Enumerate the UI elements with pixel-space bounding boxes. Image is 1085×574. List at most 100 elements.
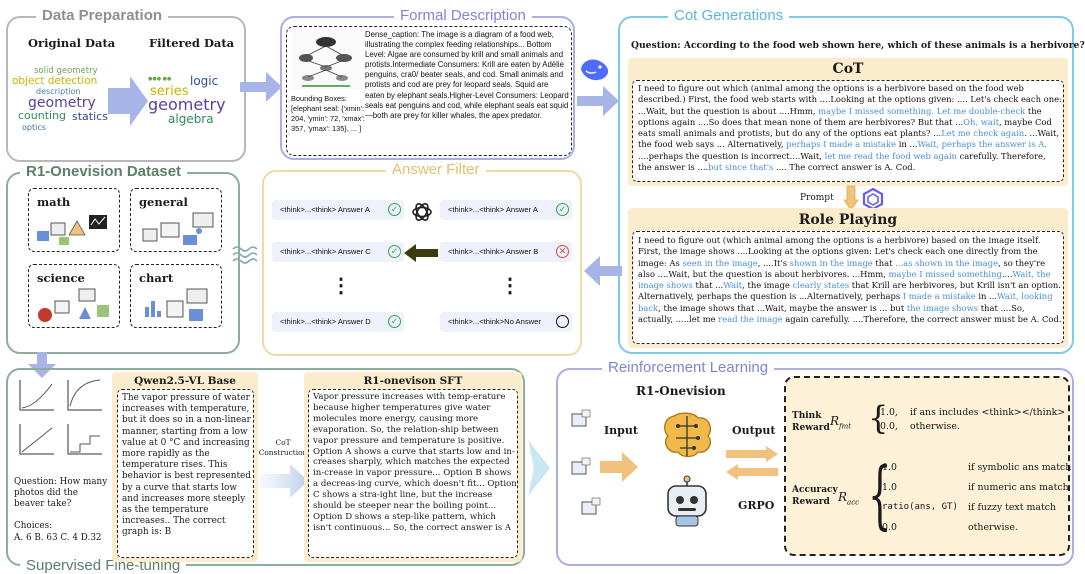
right-chip-answer-a: <think>...<think> Answer A✓ xyxy=(440,200,572,220)
bounding-boxes-text: Bounding Boxes: [elephant seal: {'xmin':… xyxy=(291,94,365,133)
select-arrow-icon xyxy=(404,244,438,262)
input-images-icon xyxy=(571,409,601,515)
check-icon: ✓ xyxy=(556,203,569,216)
cot-text-box xyxy=(632,80,1064,182)
reasoning-phrase: . ...Wait, the food web says ... Alterna… xyxy=(638,128,1060,150)
cot-generations-title: Cot Generations xyxy=(668,8,790,24)
filtered-data-label: Filtered Data xyxy=(149,36,235,50)
word-solid-geometry: solid geometry xyxy=(34,66,98,76)
cot-to-filter-arrow xyxy=(584,256,622,286)
highlighted-phrase: ...as shown in the image xyxy=(895,257,999,268)
dataset-to-sft-arrow xyxy=(28,352,56,378)
highlighted-phrase: shown in the image xyxy=(789,257,873,268)
data-preparation-title: Data Preparation xyxy=(36,8,169,24)
highlighted-phrase: Let me check again xyxy=(941,128,1025,139)
model-logo-icon xyxy=(581,59,609,81)
cot-heading: CoT xyxy=(832,61,864,77)
chart-icon xyxy=(145,288,208,321)
right-dots: ⋮ xyxy=(500,275,520,297)
word-optics: optics xyxy=(22,123,46,132)
reasoning-phrase: , ....It's xyxy=(757,257,790,268)
cot-generations-panel xyxy=(618,16,1074,354)
reasoning-phrase: I need to figure out (which animal among… xyxy=(638,235,1041,268)
accuracy-reward-symbol: Racc xyxy=(838,490,859,506)
reasoning-phrase: , so they're also ....Wait, but the ques… xyxy=(638,257,1046,279)
think-case-val-0: 1.0, xyxy=(880,407,898,418)
think-reward-sub: fmt xyxy=(839,422,852,431)
r1-sft-box xyxy=(308,389,518,558)
acc-reward-sym: R xyxy=(838,490,848,504)
word-series: series xyxy=(150,84,189,99)
acc-case-cond-1: if numeric ans match xyxy=(968,482,1069,493)
reasoning-phrase: .... xyxy=(1001,268,1013,279)
left-chip-answer-a: <think>...<think> Answer A✓ xyxy=(272,200,404,220)
brain-icon xyxy=(663,412,712,458)
original-data-label: Original Data xyxy=(28,36,116,50)
category-science: science xyxy=(28,264,120,328)
qwen-base-title: Qwen2.5-VL Base xyxy=(134,375,236,387)
cross-icon: ✕ xyxy=(556,245,569,258)
answer-filter-title: Answer Filter xyxy=(386,162,486,178)
output-arrow xyxy=(726,446,778,480)
grpo-label: GRPO xyxy=(738,499,775,512)
highlighted-phrase: read the image xyxy=(718,314,783,325)
question-graph-options xyxy=(19,379,102,455)
acc-reward-sub: acc xyxy=(847,498,860,507)
word-counting: counting xyxy=(18,109,67,122)
highlighted-phrase: clearly states xyxy=(792,280,850,291)
highlighted-phrase: maybe I missed something. Let me double-… xyxy=(818,105,1026,116)
input-label: Input xyxy=(604,424,638,437)
reasoning-phrase: the options again ....So does that mean … xyxy=(638,105,1042,127)
wave-icon xyxy=(232,246,258,264)
cot-question: Question: According to the food web show… xyxy=(631,40,1085,51)
formal-description-title: Formal Description xyxy=(394,8,532,24)
category-math-label: math xyxy=(37,195,71,209)
highlighted-phrase: Wait, looking back xyxy=(638,291,1053,313)
highlighted-phrase: maybe I missed something xyxy=(888,268,1002,279)
check-icon: ✓ xyxy=(388,315,401,328)
qwen-base-box xyxy=(117,389,254,558)
math-icon xyxy=(37,215,107,245)
reasoning-phrase: in ... xyxy=(975,291,998,302)
highlighted-phrase: Oh, wait xyxy=(963,116,999,127)
cot-construction-label: CoT Construction xyxy=(258,438,308,457)
filtered-word-cloud: ●●● ●● logic series geometry algebra xyxy=(146,62,242,134)
reasoning-phrase: , the image shows that ...Wait, maybe th… xyxy=(658,302,907,313)
word-algebra: algebra xyxy=(168,112,214,126)
r1-sft-title: R1-onevison SFT xyxy=(363,375,463,387)
highlighted-phrase: Wait xyxy=(723,280,743,291)
sft-panel xyxy=(6,368,525,566)
rl-title: Reinforcement Learning xyxy=(602,360,775,376)
r1-sft-text: Vapor pressure increases with temp-eratu… xyxy=(313,392,517,533)
left-chip-d-label: <think>...<think> Answer D xyxy=(280,317,371,326)
word-geometry-filtered: geometry xyxy=(148,95,226,114)
word-object-detection: object detection xyxy=(12,75,98,87)
word-small-1: ●●● ●● xyxy=(148,76,172,82)
reasoning-phrase: , maybe Cod eats small animals and proti… xyxy=(638,116,1052,139)
highlighted-phrase: let me read the food web again xyxy=(824,150,957,161)
right-chip-none-label: <think>...<think>No Answer xyxy=(448,317,541,326)
word-geometry: geometry xyxy=(28,95,96,111)
qwen-base-text: The vapor pressure of water increases wi… xyxy=(122,393,251,538)
word-statics: statics xyxy=(72,110,108,123)
acc-case-val-2: ratio(ans, GT) xyxy=(882,502,958,512)
accuracy-reward-label: Accuracy Reward xyxy=(792,485,838,507)
rl-panel xyxy=(556,368,1074,566)
acc-case-cond-0: if symbolic ans match xyxy=(968,462,1072,473)
category-chart-label: chart xyxy=(139,271,174,285)
cot-reasoning-text: I need to figure out which (animal among… xyxy=(638,83,1062,173)
dataset-title: R1-Onevision Dataset xyxy=(20,164,188,180)
formal-description-box xyxy=(286,26,572,156)
choices-label: Choices: xyxy=(14,521,53,531)
formal-to-cot-arrow xyxy=(577,86,619,116)
original-word-cloud: solid geometry object detection descript… xyxy=(12,60,112,136)
category-general: general xyxy=(130,188,222,252)
left-chip-a-label: <think>...<think> Answer A xyxy=(280,205,370,214)
think-reward-symbol: Rfmt xyxy=(830,414,851,430)
highlighted-phrase: the image shows xyxy=(906,302,979,313)
highlighted-phrase: Wait, the image shows xyxy=(638,268,1051,291)
filter-arrow xyxy=(108,76,148,126)
highlighted-phrase: Wait, perhaps the answer is A. xyxy=(917,139,1047,150)
general-icon xyxy=(142,212,214,245)
word-description: description xyxy=(36,87,81,96)
